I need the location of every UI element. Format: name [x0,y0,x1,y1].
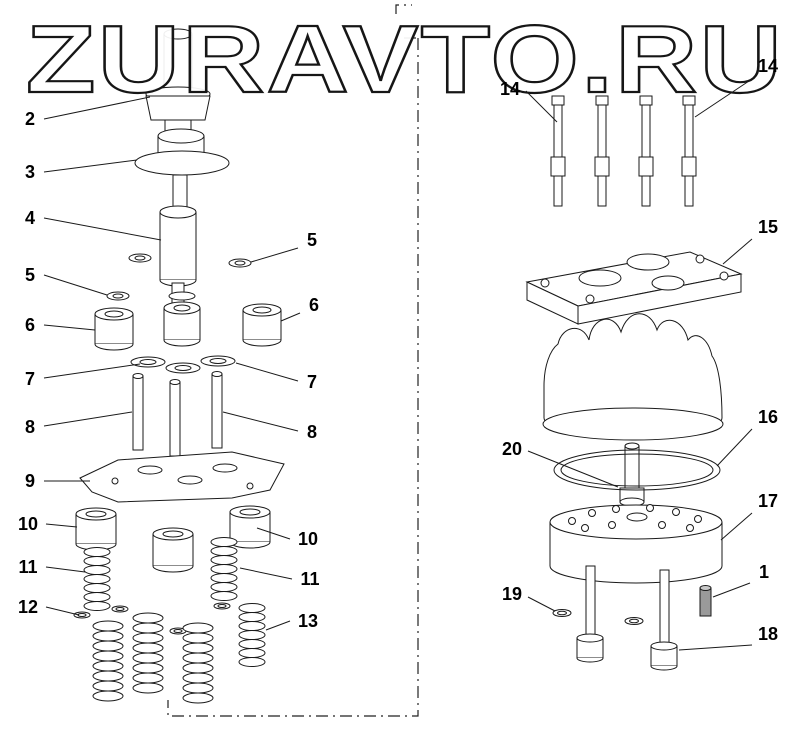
part-label-10: 10 [298,529,318,549]
leader-line [43,159,138,173]
part-label-7: 7 [25,369,35,389]
leader-line [525,90,558,123]
leader-line [45,523,78,528]
leader-line [235,362,299,382]
leader-line [239,567,293,580]
part-label-8: 8 [25,417,35,437]
leader-line [43,324,96,331]
part-label-4: 4 [25,208,35,228]
part-16-ring [553,449,721,491]
leader-line [222,411,299,432]
part-label-16: 16 [758,407,778,427]
leader-line [280,312,301,322]
part-label-7: 7 [307,372,317,392]
part-7-seals [130,355,236,374]
leader-line [43,411,133,427]
part-label-17: 17 [758,491,778,511]
leader-line [45,606,80,616]
part-15-top-plate [525,251,743,325]
part-label-11: 11 [300,569,319,589]
part-label-14: 14 [758,56,778,76]
part-label-11: 11 [18,557,37,577]
watermark-text: ZURAVTO.RU [26,6,784,113]
leader-line [43,96,151,120]
part-14-studs [550,95,697,207]
part-2-union-fitting [145,28,211,137]
part-label-8: 8 [307,422,317,442]
part-12-washers [73,602,231,635]
leader-line [678,644,753,651]
part-label-19: 19 [502,584,522,604]
part-label-5: 5 [307,230,317,250]
part-label-15: 15 [758,217,778,237]
leader-line [45,566,86,573]
leader-line [720,512,753,541]
leader-line [43,363,141,379]
part-label-20: 20 [502,439,522,459]
part-18-nuts [576,633,678,671]
leader-line [712,582,751,598]
part-label-14: 14 [500,79,520,99]
part-label-6: 6 [25,315,35,335]
part-label-6: 6 [309,295,319,315]
part-8-pins [132,371,223,457]
part-label-5: 5 [25,265,35,285]
part-3-flange [134,128,230,176]
part-label-13: 13 [298,611,318,631]
leader-line [722,238,753,265]
part-label-3: 3 [25,162,35,182]
part-1-pin [699,585,712,617]
leader-line [527,596,556,612]
left-assembly [73,28,285,704]
part-5-washers [106,253,252,301]
part-label-9: 9 [25,471,35,491]
leader-line [256,527,291,540]
leader-line [716,428,753,467]
part-9-plate [79,451,285,503]
part-label-10: 10 [18,514,38,534]
valve-body-lobes [542,313,724,441]
part-17-drum [549,504,723,584]
right-assembly [525,95,743,671]
part-label-1: 1 [759,562,769,582]
labels-layer: 2 3 4 5 6 7 8 9 10 11 12 5 6 7 8 10 11 13 14 14 15 16 17 20 19 1 1… [18,56,778,651]
leader-line [43,274,108,296]
leader-line [43,217,162,241]
boundary-dashdot-line [167,4,419,717]
leader-line [694,78,753,118]
part-label-12: 12 [18,597,38,617]
leader-line [250,247,299,263]
part-label-18: 18 [758,624,778,644]
leader-line [265,620,291,631]
part-6-bushings [94,291,282,351]
leader-line [527,450,619,488]
part-19-washers [552,609,644,625]
part-13-springs [92,603,266,704]
part-20-stem [619,442,645,507]
part-label-2: 2 [25,109,35,129]
